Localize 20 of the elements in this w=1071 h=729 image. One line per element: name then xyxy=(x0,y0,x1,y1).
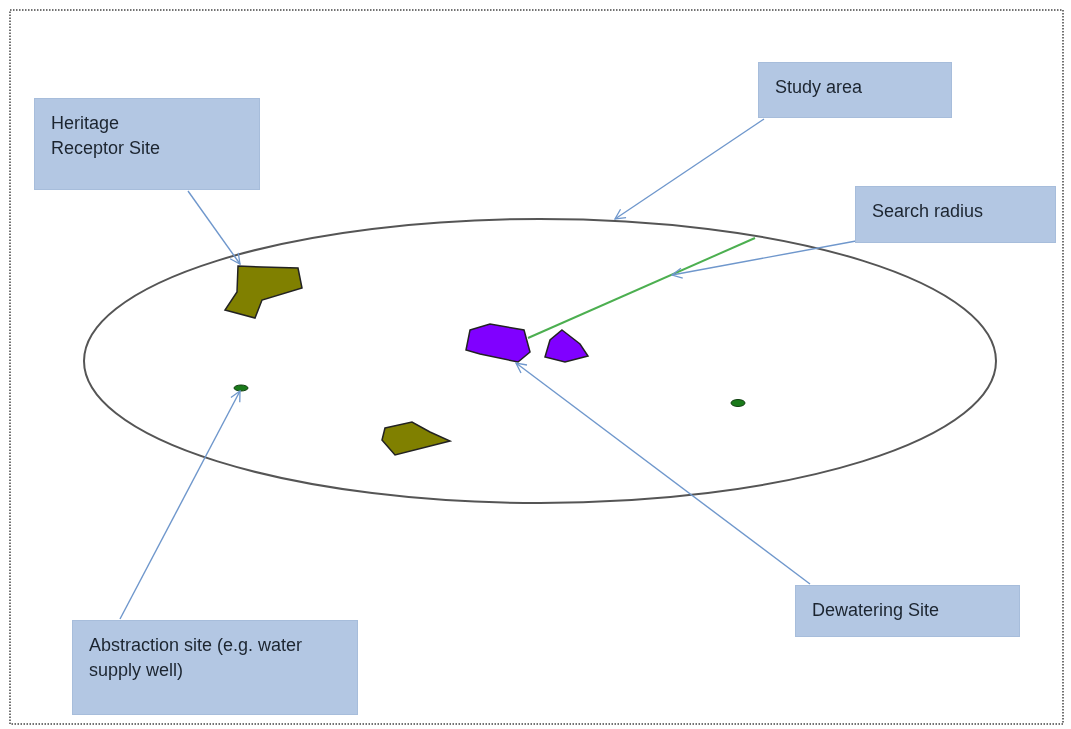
leader-arrow xyxy=(187,190,241,265)
callout-label: Heritage Receptor Site xyxy=(51,112,162,160)
leader-arrow xyxy=(614,118,765,220)
callout-label: Abstraction site (e.g. water supply well) xyxy=(89,634,304,682)
leader-arrow xyxy=(515,362,811,585)
heritage-site-polygon xyxy=(222,264,304,320)
search-radius-line xyxy=(526,236,757,340)
abstraction-well-dot xyxy=(233,384,249,392)
leader-arrow xyxy=(119,390,241,620)
callout-box xyxy=(72,620,358,715)
callout-box xyxy=(34,98,260,190)
callout-box xyxy=(795,585,1020,637)
callout-box xyxy=(758,62,952,118)
callout-label: Search radius xyxy=(872,200,985,223)
study-area-ellipse xyxy=(83,218,997,504)
callout-box xyxy=(855,186,1056,243)
leader-arrow xyxy=(671,240,857,279)
callout-label: Study area xyxy=(775,76,864,99)
callout-label: Dewatering Site xyxy=(812,599,941,622)
dewatering-site-polygon xyxy=(464,322,532,364)
